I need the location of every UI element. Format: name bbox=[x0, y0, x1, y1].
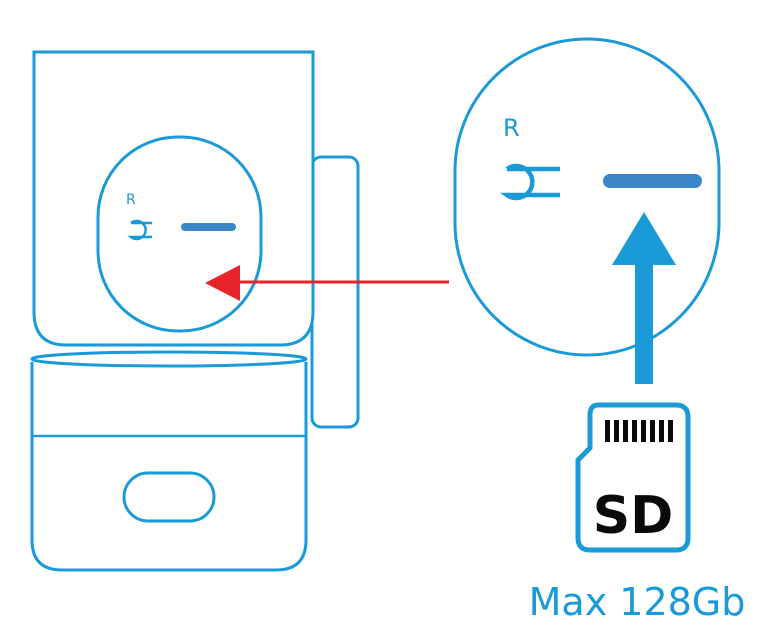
camera-reset-label: R bbox=[126, 192, 136, 208]
sd-card-icon bbox=[575, 402, 691, 553]
camera-base bbox=[30, 362, 308, 572]
insert-arrow-shaft bbox=[635, 258, 653, 384]
camera-side-bracket bbox=[310, 155, 360, 429]
camera-head bbox=[32, 50, 315, 347]
camera-illustration bbox=[30, 50, 360, 572]
camera-base-top-rim bbox=[30, 350, 308, 368]
red-arrow-head-icon bbox=[205, 265, 240, 301]
sd-card-contacts bbox=[605, 420, 673, 442]
zoomed-slot-panel bbox=[453, 37, 721, 357]
zoomed-reset-label: R bbox=[503, 114, 520, 142]
zoomed-panel-outline bbox=[453, 37, 721, 357]
insert-arrow bbox=[612, 212, 676, 384]
sd-card-label: SD bbox=[593, 486, 674, 546]
capacity-note: Max 128Gb bbox=[529, 580, 746, 624]
camera-reset-key-icon bbox=[127, 219, 152, 241]
camera-base-button bbox=[122, 471, 216, 523]
camera-slot-panel bbox=[96, 135, 263, 333]
insert-arrow-head-icon bbox=[612, 212, 676, 265]
zoomed-reset-key-icon bbox=[499, 163, 560, 201]
red-pointer-arrow bbox=[205, 265, 449, 301]
